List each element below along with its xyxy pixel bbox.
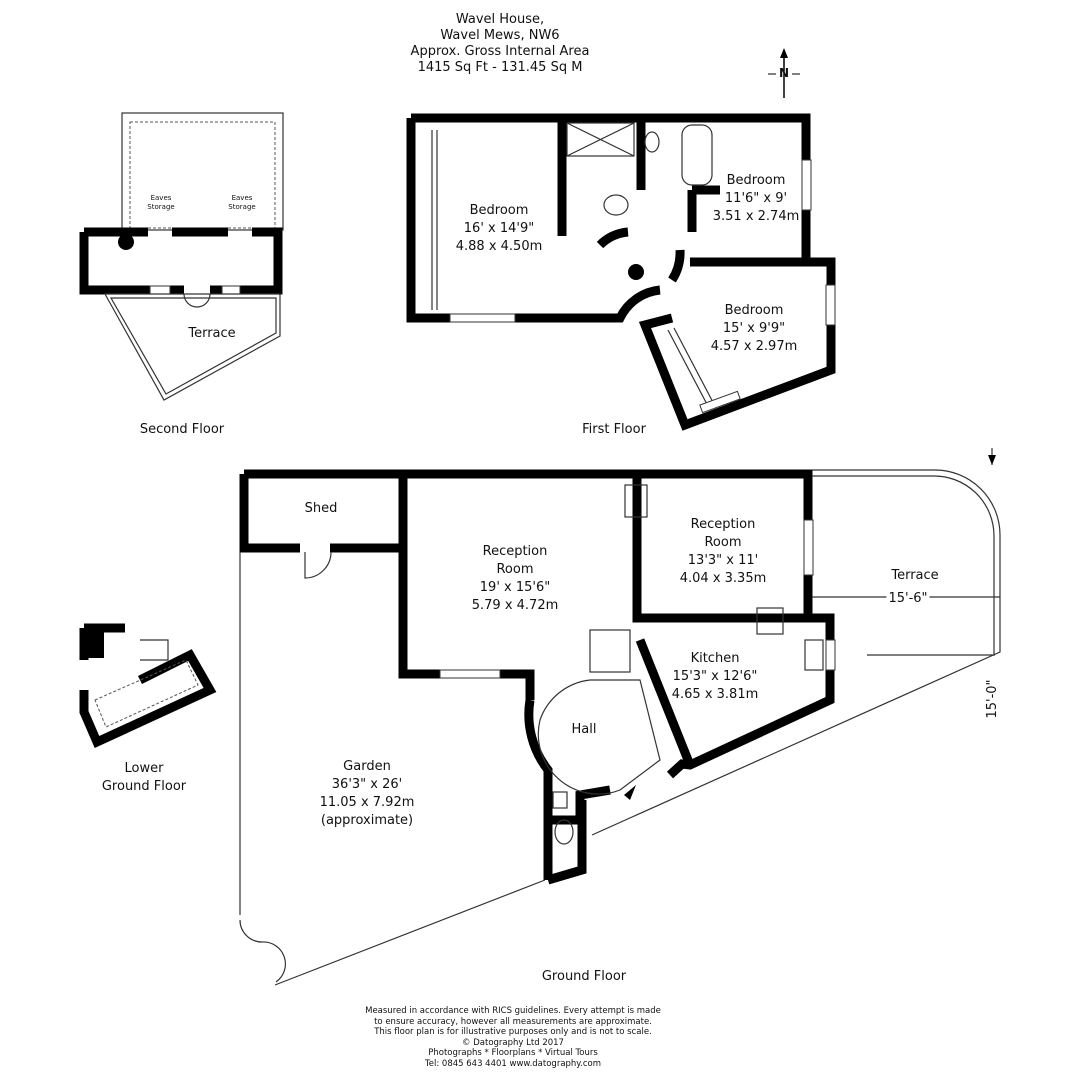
floor-label-ground: Ground Floor bbox=[541, 969, 627, 984]
lower-ground-floor-plan bbox=[79, 623, 217, 749]
room-shed: Shed bbox=[304, 501, 338, 516]
terrace-width-dimension: 15'-6" bbox=[886, 590, 930, 608]
floor-label-first: First Floor bbox=[582, 422, 646, 437]
disclaimer-footer: Measured in accordance with RICS guideli… bbox=[365, 1006, 661, 1069]
ground-floor-plan bbox=[239, 448, 1001, 986]
terrace-depth-dimension: 15'-0" bbox=[984, 679, 1002, 719]
second-floor-plan bbox=[79, 112, 284, 401]
header-line: Wavel House, bbox=[455, 12, 545, 27]
room-hall: Hall bbox=[571, 722, 597, 737]
room-terrace-ground: Terrace bbox=[891, 568, 939, 583]
north-arrow-icon bbox=[768, 48, 800, 98]
header-line: Wavel Mews, NW6 bbox=[440, 28, 560, 43]
compass-label: N bbox=[778, 66, 790, 80]
room-terrace-second: Terrace bbox=[188, 326, 236, 341]
header-line: Approx. Gross Internal Area bbox=[410, 44, 590, 59]
floor-label-second: Second Floor bbox=[139, 422, 225, 437]
first-floor-plan bbox=[406, 113, 836, 431]
property-header: Wavel House, Wavel Mews, NW6 Approx. Gro… bbox=[411, 12, 590, 76]
header-line: 1415 Sq Ft - 131.45 Sq M bbox=[417, 60, 583, 75]
